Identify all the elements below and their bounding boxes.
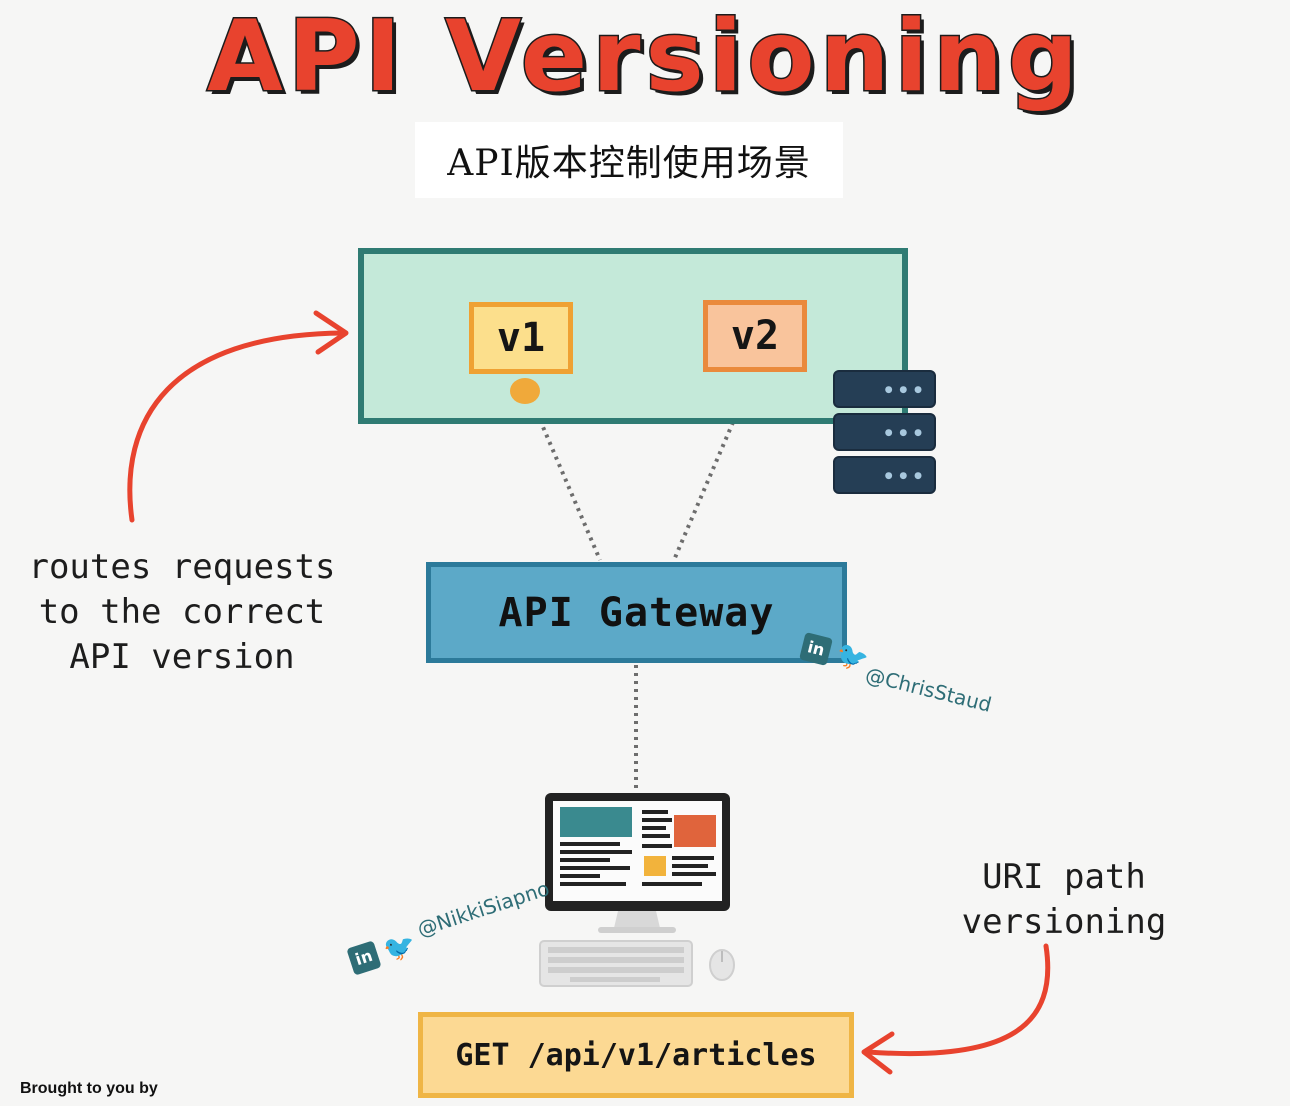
request-box: GET /api/v1/articles — [418, 1012, 854, 1098]
uri-note: URI path versioning — [944, 855, 1184, 945]
subtitle: API版本控制使用场景 — [447, 143, 811, 184]
uri-arrow — [865, 943, 1051, 1057]
server-unit: ● ● ● — [833, 370, 936, 408]
uri-note-line: versioning — [961, 902, 1167, 942]
routes-note-line: API version — [69, 637, 295, 677]
routes-arrow — [127, 330, 345, 523]
twitter-icon: 🐦 — [832, 639, 872, 677]
v2-box: v2 — [703, 300, 807, 372]
api-versions-panel — [358, 248, 908, 424]
v1-active-dot — [510, 378, 540, 404]
routes-note-line: routes requests — [28, 547, 336, 587]
routes-note: routes requests to the correct API versi… — [12, 545, 352, 680]
keyboard-icon — [539, 940, 693, 987]
routes-note-line: to the correct — [38, 592, 326, 632]
api-gateway-label: API Gateway — [498, 589, 775, 636]
api-gateway-box: API Gateway — [426, 562, 847, 663]
server-unit: ● ● ● — [833, 456, 936, 494]
computer-icon — [545, 793, 730, 933]
v1-connector — [538, 419, 602, 561]
credit-text: Brought to you by — [20, 1080, 158, 1097]
v1-box: v1 — [469, 302, 573, 374]
uri-arrowhead — [861, 1031, 895, 1075]
subtitle-box: API版本控制使用场景 — [415, 122, 843, 198]
page-title: API Versioning — [205, 0, 1084, 114]
request-label: GET /api/v1/articles — [455, 1037, 817, 1073]
uri-note-line: URI path — [982, 857, 1146, 897]
mouse-icon — [709, 949, 735, 981]
server-unit: ● ● ● — [833, 413, 936, 451]
routes-arrowhead — [313, 310, 349, 355]
